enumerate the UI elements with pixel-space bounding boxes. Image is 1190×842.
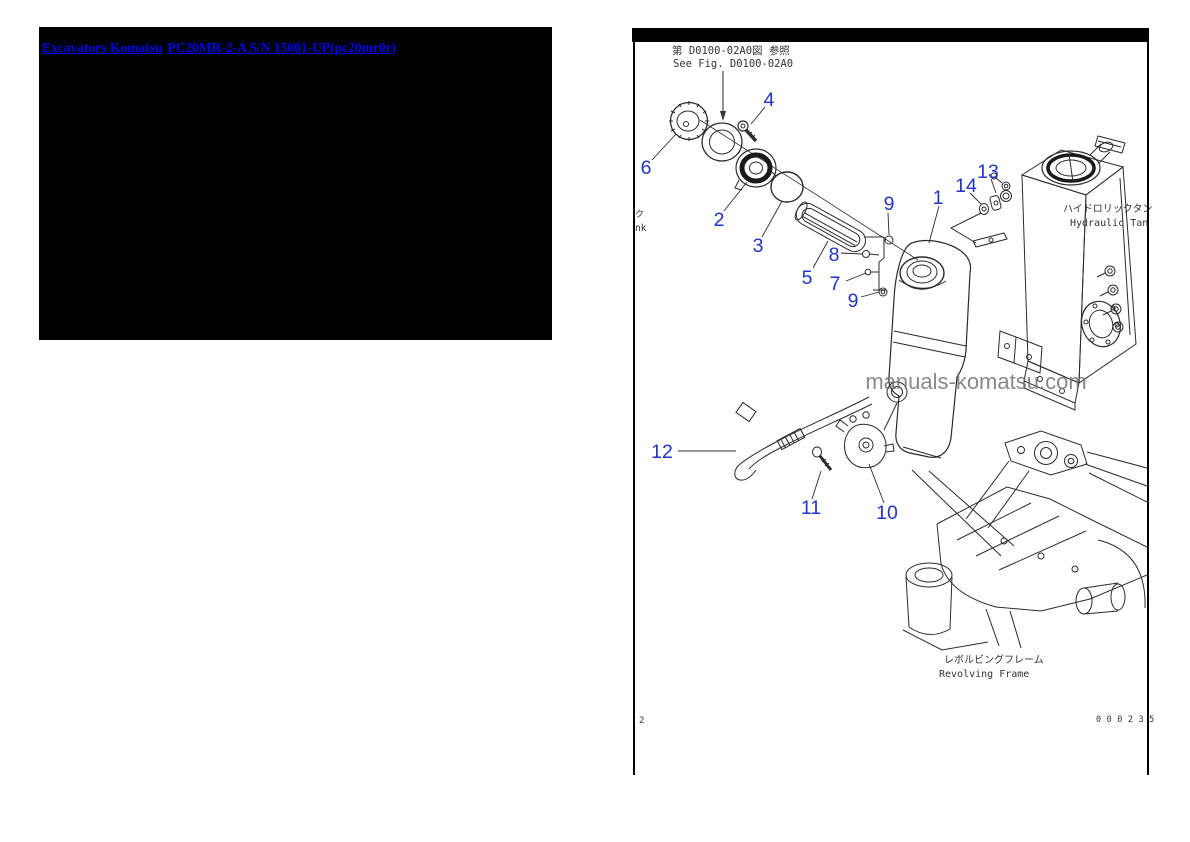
revolving-frame-drawing: [902, 430, 1148, 651]
revolving-frame-label-jp: レボルビングフレーム: [944, 653, 1044, 666]
fitting-9-lower: [878, 287, 888, 297]
revolving-frame-label-en: Revolving Frame: [939, 669, 1029, 680]
fuel-tank-drawing: [886, 239, 972, 459]
hydraulic-tank-label-en: Hydraulic Tan: [1070, 218, 1148, 229]
callout-4[interactable]: 4: [764, 89, 775, 111]
callout-9-lower[interactable]: 9: [848, 290, 859, 312]
clamp-10-drawing: [835, 402, 898, 469]
callout-6[interactable]: 6: [641, 157, 652, 179]
fitting-9-upper: [884, 235, 894, 245]
clipped-label-jp: ク: [635, 209, 644, 220]
callout-5[interactable]: 5: [802, 267, 813, 289]
ring-3-drawing: [770, 171, 804, 203]
breadcrumb: Excavators Komatsu PC20MR-2-A S/N 15001-U…: [42, 40, 401, 56]
callout-14[interactable]: 14: [955, 175, 977, 197]
drawing-number: 000235: [1096, 715, 1160, 725]
breather-cap-drawing: [669, 101, 709, 141]
arrow-down-icon: [720, 111, 726, 121]
page-number: 2: [639, 716, 644, 726]
callout-1[interactable]: 1: [933, 187, 944, 209]
callout-2[interactable]: 2: [714, 209, 725, 231]
callout-leader-lines: [651, 106, 997, 504]
callout-13[interactable]: 13: [977, 161, 999, 183]
callout-10[interactable]: 10: [876, 502, 898, 524]
reference-note-jp: 第 D0100-02A0図 参照: [672, 44, 790, 57]
fitting-7: [864, 268, 872, 276]
hose-drawing: [734, 396, 873, 481]
thumbnail-panel: Excavators Komatsu PC20MR-2-A S/N 15001-U…: [39, 27, 552, 340]
breadcrumb-link-model[interactable]: PC20MR-2-A S/N 15001-UP(pc20mr0r): [167, 40, 397, 55]
strainer-drawing: [794, 201, 866, 253]
clipped-label-en: nk: [635, 223, 647, 234]
watermark-text: manuals-komatsu.com: [865, 369, 1086, 394]
hydraulic-tank-drawing: [990, 135, 1137, 411]
gasket-ring-drawing: [701, 122, 743, 162]
bolt-4-drawing: [737, 120, 758, 143]
callout-9-upper[interactable]: 9: [884, 193, 895, 215]
bolt-11-drawing: [812, 446, 833, 471]
callout-numbers: 1 2 3 4 5 6 7 8 9 9 10 11 12 13 14: [641, 89, 999, 524]
pipe-drawing: [862, 235, 894, 297]
callout-7[interactable]: 7: [830, 273, 841, 295]
callout-11[interactable]: 11: [801, 497, 821, 519]
callout-3[interactable]: 3: [753, 235, 764, 257]
callout-8[interactable]: 8: [829, 244, 840, 266]
breadcrumb-link-category[interactable]: Excavators Komatsu: [42, 40, 163, 55]
parts-diagram: 第 D0100-02A0図 参照 See Fig. D0100-02A0: [632, 28, 1160, 775]
page-border: [632, 28, 1149, 775]
fitting-8: [862, 250, 870, 258]
callout-12[interactable]: 12: [651, 441, 673, 463]
small-parts-13-14-drawing: [949, 190, 1012, 248]
hydraulic-tank-label-jp: ハイドロリックタン: [1063, 203, 1152, 215]
reference-note: 第 D0100-02A0図 参照 See Fig. D0100-02A0: [672, 44, 793, 121]
filler-cap-drawing: [734, 148, 777, 191]
reference-note-en: See Fig. D0100-02A0: [673, 58, 793, 70]
